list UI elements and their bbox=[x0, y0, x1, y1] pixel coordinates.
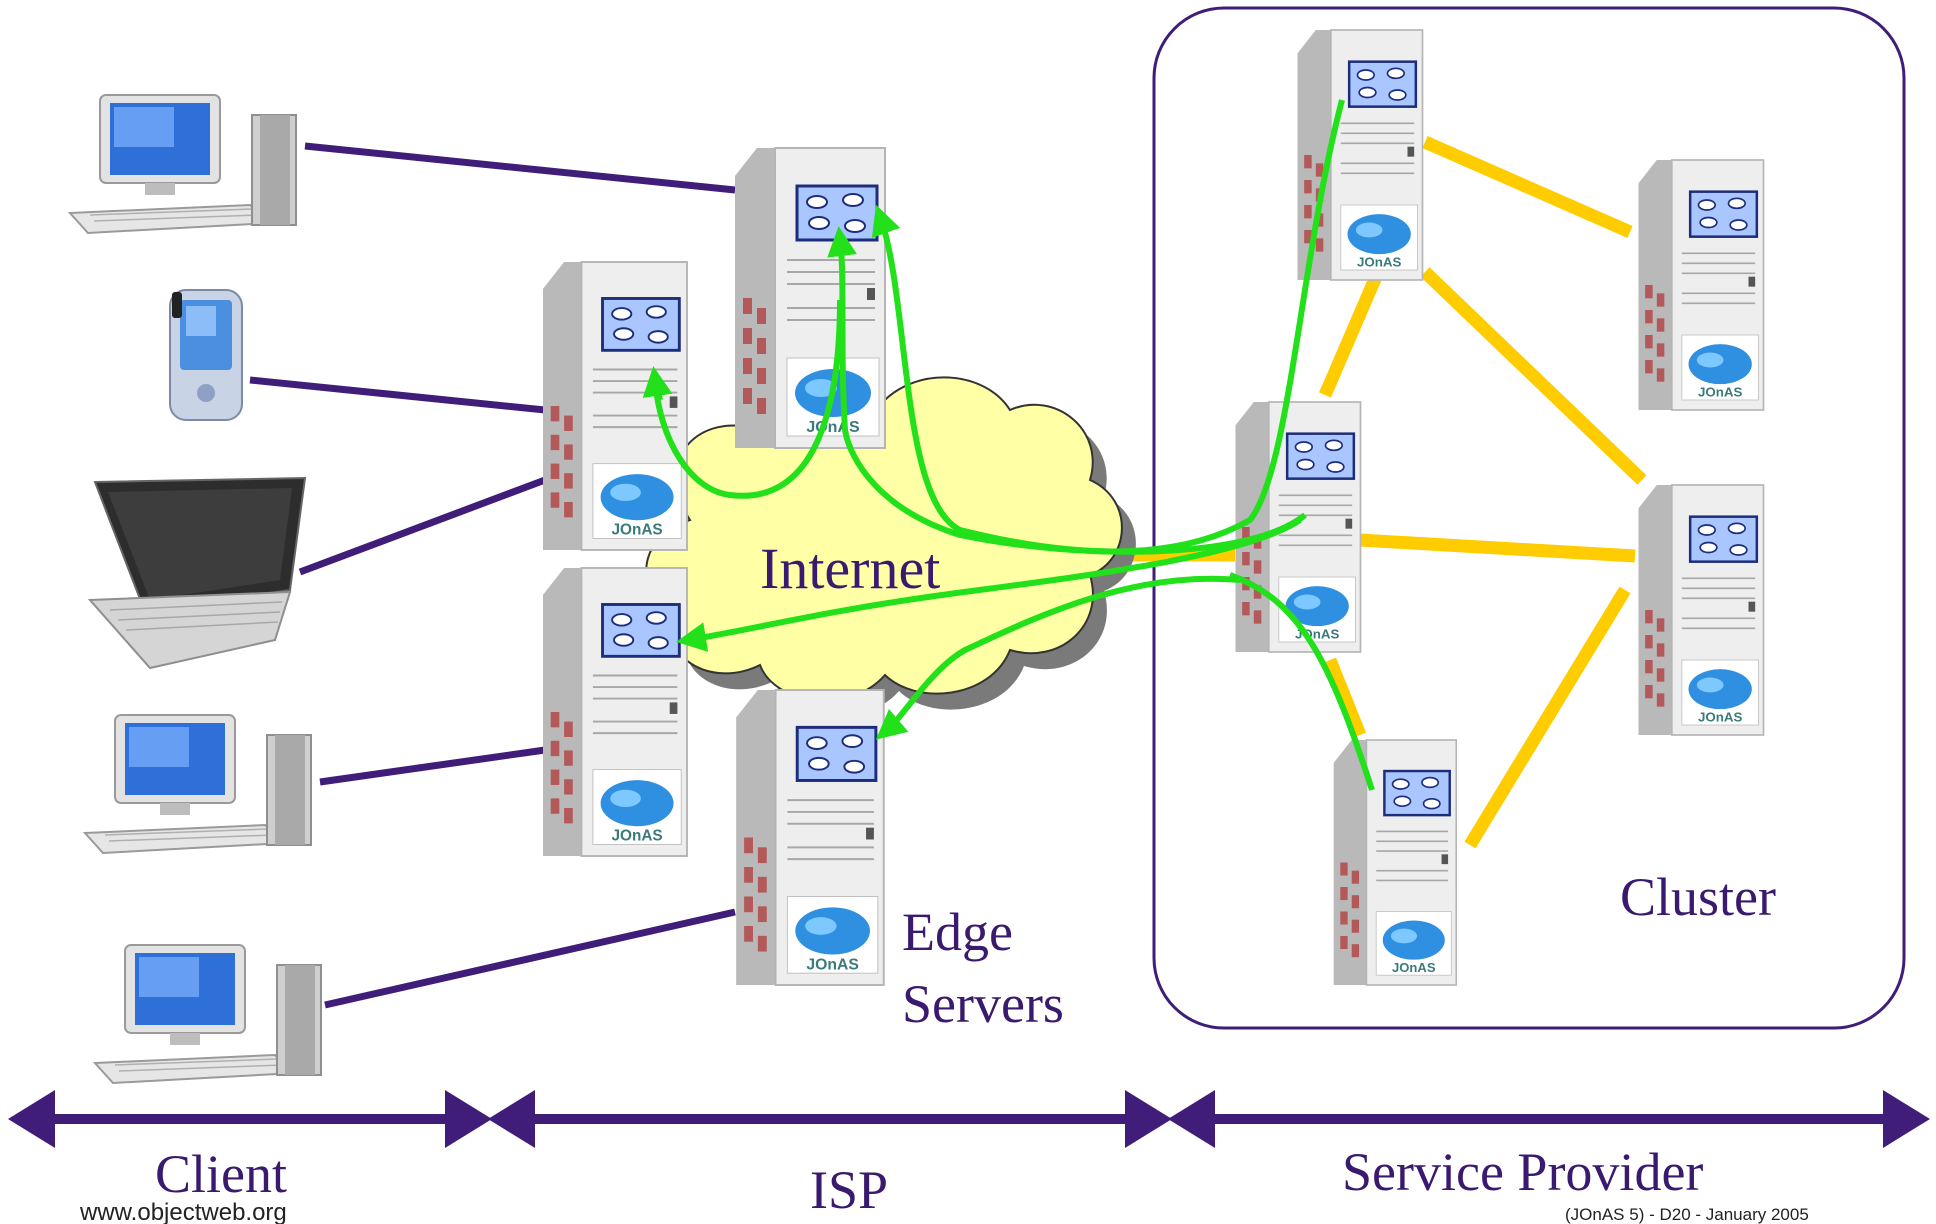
desktop-computer-icon bbox=[69, 94, 297, 234]
cluster-server-tower-server-icon bbox=[1637, 158, 1765, 412]
pda-icon bbox=[169, 289, 243, 421]
client-link bbox=[304, 142, 736, 194]
cluster-link bbox=[1422, 136, 1633, 238]
client-links bbox=[249, 142, 736, 1009]
edge-server-tower-server-icon bbox=[734, 688, 886, 987]
footer-website: www.objectweb.org bbox=[79, 1199, 287, 1224]
client-link bbox=[324, 908, 736, 1009]
client-link bbox=[298, 476, 547, 576]
flow-arrow bbox=[875, 575, 1241, 740]
laptop-icon bbox=[87, 476, 307, 670]
flow-arrow bbox=[676, 517, 1302, 652]
edge-server-tower-server-icon bbox=[541, 566, 689, 858]
cluster-server-tower-server-icon bbox=[1296, 28, 1424, 282]
cluster-link bbox=[1359, 533, 1636, 563]
request-flows bbox=[642, 99, 1375, 791]
cluster-boundary bbox=[1152, 6, 1906, 1030]
flow-arrow bbox=[642, 366, 673, 401]
desktop-computer-icon bbox=[94, 944, 322, 1084]
internet-cloud-icon bbox=[645, 376, 1136, 717]
service-provider-scope-label: Service Provider bbox=[1342, 1142, 1703, 1202]
client-link bbox=[319, 746, 546, 786]
desktop-computer-icon bbox=[84, 714, 312, 854]
cluster-link bbox=[1420, 267, 1647, 485]
flow-arrow bbox=[1228, 572, 1375, 791]
footer-version: (JOnAS 5) - D20 - January 2005 bbox=[1565, 1205, 1809, 1224]
scope-arrows bbox=[8, 1090, 1930, 1148]
cluster-link bbox=[1464, 586, 1631, 849]
flow-arrow bbox=[652, 299, 843, 499]
edge-server-tower-server-icon bbox=[733, 146, 887, 450]
cluster-link bbox=[1323, 657, 1367, 738]
client-link bbox=[249, 376, 546, 414]
cluster-label: Cluster bbox=[1620, 867, 1776, 927]
cluster-server-tower-server-icon bbox=[1332, 738, 1458, 987]
internet-label: Internet bbox=[760, 536, 940, 601]
cluster-link bbox=[1319, 269, 1384, 398]
cluster-server-tower-server-icon bbox=[1234, 400, 1362, 654]
cluster-server-tower-server-icon bbox=[1637, 483, 1765, 737]
client-scope-label: Client bbox=[155, 1144, 287, 1204]
edge-servers-label-line2: Servers bbox=[902, 974, 1064, 1034]
flow-arrow bbox=[827, 226, 1307, 555]
edge-server-tower-server-icon bbox=[541, 260, 689, 552]
edge-servers-label-line1: Edge bbox=[902, 902, 1013, 962]
isp-scope-label: ISP bbox=[810, 1160, 888, 1220]
